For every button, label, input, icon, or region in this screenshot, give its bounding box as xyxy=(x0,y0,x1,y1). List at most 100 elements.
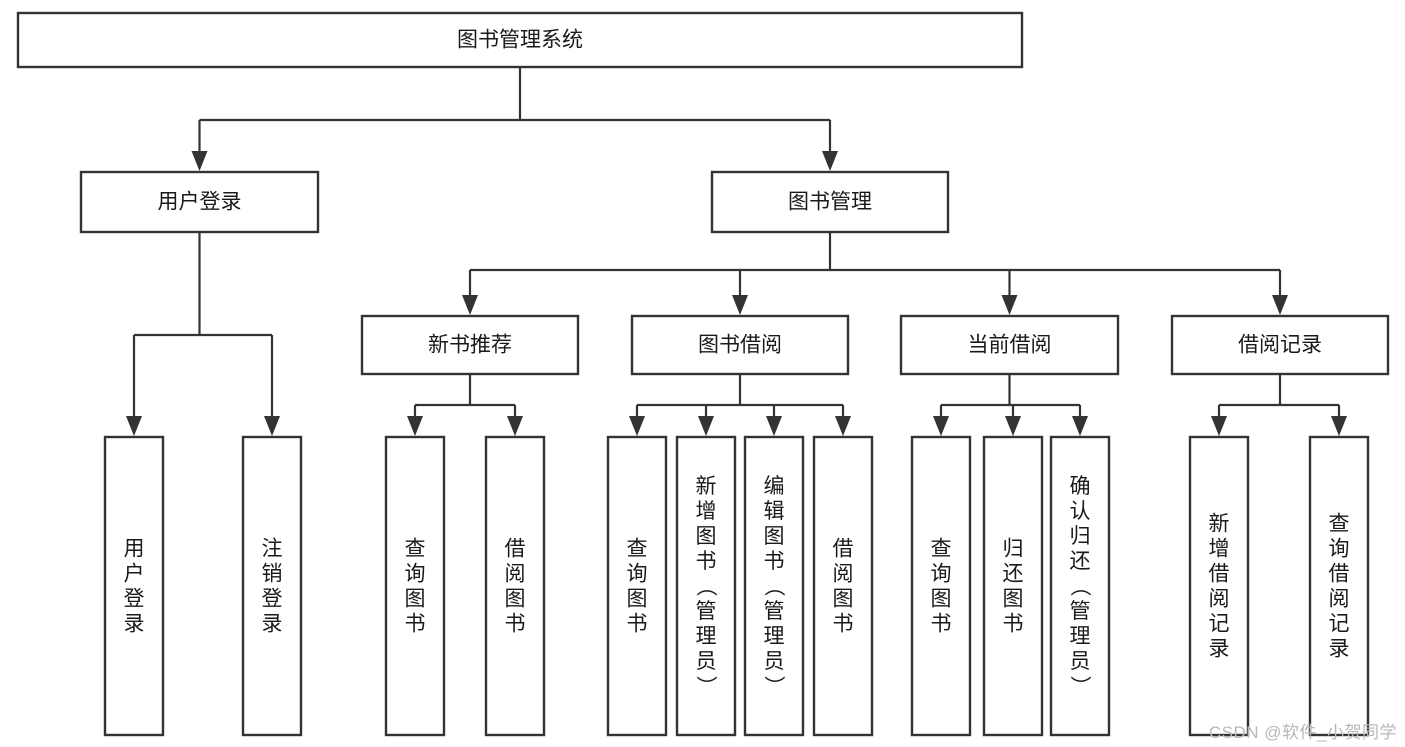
node-label-char: 辑 xyxy=(764,500,785,523)
node-label: 新书推荐 xyxy=(428,334,512,357)
node-label-char: 书 xyxy=(696,550,717,573)
node-box xyxy=(675,435,737,737)
arrow-head-icon xyxy=(629,416,645,436)
node-label-char: 借 xyxy=(505,538,526,561)
node-box xyxy=(1188,435,1250,737)
node-label-char: 新 xyxy=(1209,513,1230,536)
node-box xyxy=(899,314,1120,376)
node-label-char: 销 xyxy=(262,563,283,586)
node-label-char: 图 xyxy=(833,588,854,611)
arrow-head-icon xyxy=(126,416,142,436)
node-leaf-user-login[interactable]: 用户登录 xyxy=(103,435,165,737)
node-current-borrow[interactable]: 当前借阅 xyxy=(899,314,1120,376)
arrow-head-icon xyxy=(698,416,714,436)
node-label-char: 图 xyxy=(696,525,717,548)
node-label-char: 管 xyxy=(1070,600,1091,623)
node-label-char: 录 xyxy=(262,613,283,636)
node-label-char: 图 xyxy=(505,588,526,611)
node-label-char: 书 xyxy=(405,613,426,636)
node-box xyxy=(103,435,165,737)
node-label-char: 书 xyxy=(931,613,952,636)
arrow-head-icon xyxy=(407,416,423,436)
node-label-char: 询 xyxy=(405,563,426,586)
node-user-login[interactable]: 用户登录 xyxy=(79,170,320,234)
node-box xyxy=(710,170,950,234)
node-label-char: 书 xyxy=(833,613,854,636)
node-label-char: 查 xyxy=(627,538,648,561)
node-label-char: （ xyxy=(694,576,717,597)
node-label-char: 书 xyxy=(627,613,648,636)
node-label-char: 增 xyxy=(1209,538,1230,561)
node-label-char: 图 xyxy=(764,525,785,548)
node-label-char: 新 xyxy=(696,475,717,498)
node-box xyxy=(743,435,805,737)
node-label-char: 增 xyxy=(696,500,717,523)
node-box xyxy=(910,435,972,737)
node-label-char: 确 xyxy=(1070,475,1091,498)
node-label-char: 认 xyxy=(1070,500,1091,523)
node-label-char: 员 xyxy=(696,650,717,673)
node-box xyxy=(1170,314,1390,376)
node-label-char: （ xyxy=(1068,576,1091,597)
node-box xyxy=(812,435,874,737)
node-label-char: 录 xyxy=(1209,638,1230,661)
node-label-char: 借 xyxy=(1329,563,1350,586)
arrow-head-icon xyxy=(933,416,949,436)
node-label: 用户登录 xyxy=(158,191,242,214)
csdn-watermark: CSDN @软件_小贺同学 xyxy=(1208,723,1397,742)
node-layer: 图书管理系统用户登录图书管理新书推荐图书借阅当前借阅借阅记录用户登录注销登录查询… xyxy=(16,11,1390,737)
node-label-char: 还 xyxy=(1070,550,1091,573)
node-label-char: （ xyxy=(762,576,785,597)
node-label-char: 归 xyxy=(1070,525,1091,548)
node-label-char: 查 xyxy=(1329,513,1350,536)
arrow-head-icon xyxy=(1001,295,1018,315)
node-label-char: 登 xyxy=(262,588,283,611)
arrow-head-icon xyxy=(1331,416,1347,436)
node-label-char: 户 xyxy=(124,563,145,586)
node-box xyxy=(16,11,1024,69)
node-label-char: 用 xyxy=(124,538,145,561)
node-label-char: 询 xyxy=(627,563,648,586)
node-label-char: 阅 xyxy=(1329,588,1350,611)
node-label-char: 图 xyxy=(405,588,426,611)
node-label-char: 编 xyxy=(764,475,785,498)
node-box xyxy=(1308,435,1370,737)
node-root[interactable]: 图书管理系统 xyxy=(16,11,1024,69)
node-label-char: 理 xyxy=(696,625,717,648)
node-box xyxy=(1049,435,1111,737)
node-box xyxy=(606,435,668,737)
node-book-borrow[interactable]: 图书借阅 xyxy=(630,314,850,376)
node-label-char: 归 xyxy=(1003,538,1024,561)
node-label-char: ） xyxy=(694,676,717,697)
node-new-book-rec[interactable]: 新书推荐 xyxy=(360,314,580,376)
node-book-manage[interactable]: 图书管理 xyxy=(710,170,950,234)
node-label-char: 还 xyxy=(1003,563,1024,586)
arrow-head-icon xyxy=(1272,295,1288,315)
node-label: 图书管理 xyxy=(788,191,872,214)
node-label: 借阅记录 xyxy=(1238,334,1322,357)
node-label-char: 图 xyxy=(627,588,648,611)
node-box xyxy=(360,314,580,376)
node-label-char: 借 xyxy=(833,538,854,561)
node-borrow-record[interactable]: 借阅记录 xyxy=(1170,314,1390,376)
node-label-char: 记 xyxy=(1209,613,1230,636)
node-label-char: 登 xyxy=(124,588,145,611)
node-box xyxy=(982,435,1044,737)
node-label-char: 查 xyxy=(405,538,426,561)
node-label-char: 员 xyxy=(764,650,785,673)
node-label-char: 员 xyxy=(1070,650,1091,673)
node-label-char: 记 xyxy=(1329,613,1350,636)
